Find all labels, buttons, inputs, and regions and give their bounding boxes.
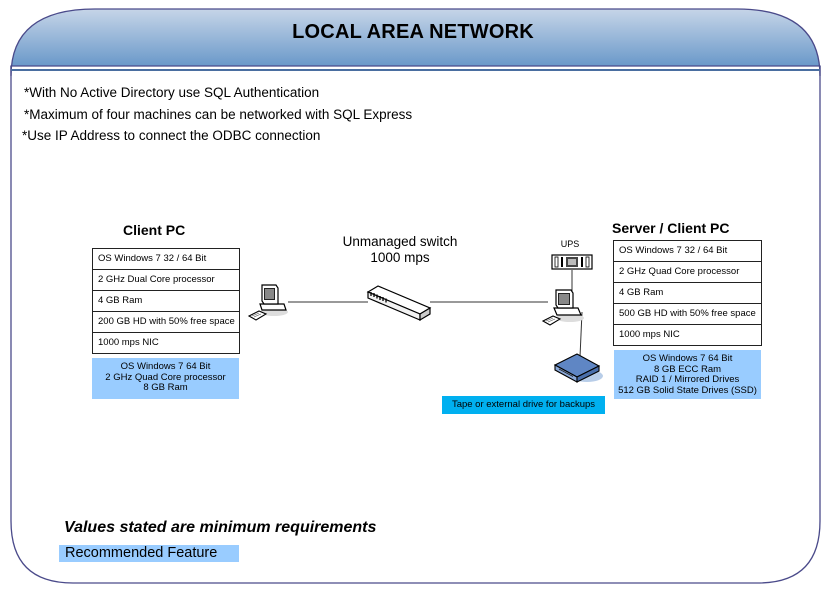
ups-label: UPS <box>560 239 580 249</box>
spec-row: 500 GB HD with 50% free space <box>614 304 761 325</box>
note-item: *Maximum of four machines can be network… <box>24 106 413 122</box>
spec-row: 4 GB Ram <box>614 283 761 304</box>
server-pc-heading: Server / Client PC <box>612 220 730 236</box>
minimum-requirements-note: Values stated are minimum requirements <box>64 519 377 536</box>
page-title: LOCAL AREA NETWORK <box>292 21 534 43</box>
spec-row: 2 GHz Quad Core processor <box>614 262 761 283</box>
backup-drive-icon <box>553 353 603 383</box>
spec-row: 4 GB Ram <box>93 291 239 312</box>
note-item: *Use IP Address to connect the ODBC conn… <box>22 128 321 143</box>
recommended-item: 512 GB Solid State Drives (SSD) <box>618 384 757 396</box>
network-switch-icon <box>366 285 432 322</box>
server-pc-spec-table: OS Windows 7 32 / 64 Bit 2 GHz Quad Core… <box>613 240 762 346</box>
page-frame <box>10 6 821 584</box>
client-computer-icon <box>247 284 288 321</box>
server-computer-icon <box>541 289 584 326</box>
client-pc-heading: Client PC <box>123 222 186 238</box>
switch-speed: 1000 mps <box>370 250 430 265</box>
recommended-item: 8 GB Ram <box>143 382 188 393</box>
header-bar <box>10 8 821 77</box>
server-pc-recommended: OS Windows 7 64 Bit 8 GB ECC Ram RAID 1 … <box>614 350 761 399</box>
notes-list: *With No Active Directory use SQL Authen… <box>22 82 413 147</box>
spec-row: 2 GHz Dual Core processor <box>93 270 239 291</box>
recommended-item: RAID 1 / Mirrored Drives <box>635 374 740 385</box>
recommended-item: OS Windows 7 64 Bit <box>120 361 211 372</box>
note-item: *With No Active Directory use SQL Authen… <box>24 85 320 100</box>
spec-row: 200 GB HD with 50% free space <box>93 312 239 333</box>
frame-shape <box>10 8 821 584</box>
spec-row: OS Windows 7 32 / 64 Bit <box>93 249 239 270</box>
ups-icon <box>551 254 593 270</box>
recommended-item: OS Windows 7 64 Bit <box>642 353 733 364</box>
client-pc-recommended: OS Windows 7 64 Bit 2 GHz Quad Core proc… <box>92 358 239 399</box>
spec-row: 1000 mps NIC <box>98 337 159 348</box>
client-pc-spec-table: OS Windows 7 32 / 64 Bit 2 GHz Dual Core… <box>92 248 240 354</box>
switch-label: Unmanaged switch 1000 mps <box>330 234 470 266</box>
recommended-item: 8 GB ECC Ram <box>653 363 722 375</box>
spec-row: 1000 mps NIC <box>619 329 680 340</box>
backup-label: Tape or external drive for backups <box>442 396 605 414</box>
recommended-feature-legend: Recommended Feature <box>59 545 239 562</box>
spec-row: OS Windows 7 32 / 64 Bit <box>614 241 761 262</box>
recommended-item: 2 GHz Quad Core processor <box>105 371 226 383</box>
switch-name: Unmanaged switch <box>342 234 458 249</box>
